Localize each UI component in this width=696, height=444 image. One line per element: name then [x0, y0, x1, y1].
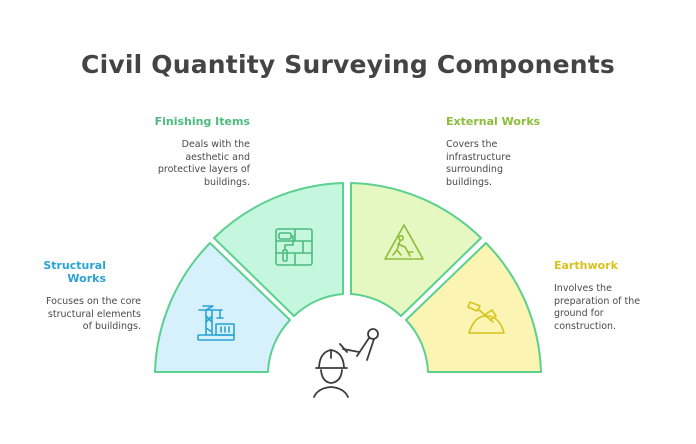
external-works-label: External Works	[446, 115, 541, 128]
earthwork-label: Earthwork	[554, 259, 618, 272]
earthwork-description: Involves the preparation of the ground f…	[554, 283, 641, 332]
segment-structural-works	[154, 242, 291, 373]
segment-external-works	[350, 182, 482, 317]
segment-earthwork	[405, 242, 542, 373]
segment-finishing-items	[213, 182, 344, 317]
finishing-items-label: Finishing Items	[154, 115, 250, 128]
construction-crane-icon	[197, 305, 235, 341]
shovel-dirt-icon	[467, 301, 505, 334]
page-title: Civil Quantity Surveying Components	[81, 50, 615, 79]
paint-roller-wall-icon	[275, 228, 313, 266]
structural-works-label: Structural Works	[43, 259, 106, 285]
finishing-items-description: Deals with the aesthetic and protective …	[157, 139, 250, 188]
road-work-sign-icon	[384, 224, 424, 260]
surveyor-with-compass-icon	[313, 328, 379, 398]
structural-works-description: Focuses on the core structural elements …	[46, 296, 141, 332]
external-works-description: Covers the infrastructure surrounding bu…	[446, 139, 511, 188]
